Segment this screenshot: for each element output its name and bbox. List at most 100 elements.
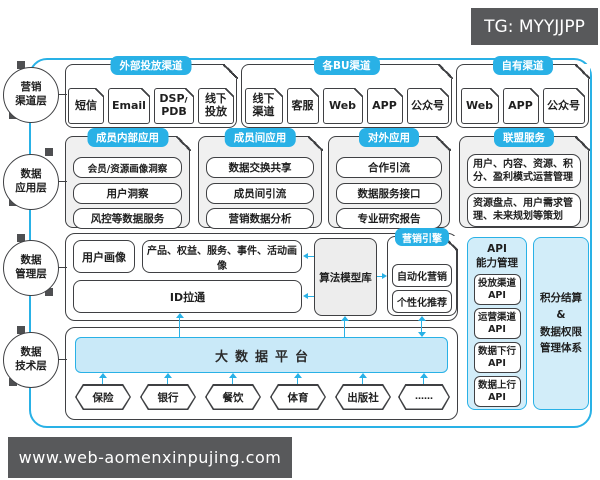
app-item: 营销数据分析: [206, 208, 314, 229]
connector-line: [55, 359, 67, 360]
channel-item-web: Web: [322, 87, 363, 124]
watermark-url: www.web-aomenxinpujing.com: [8, 437, 292, 478]
app-item: 风控等数据服务: [73, 208, 182, 229]
group-title: 各BU渠道: [313, 56, 380, 75]
source-hex-sports: 体育: [270, 384, 326, 410]
decor-square: [45, 148, 53, 156]
asset-profile-box: 产品、权益、服务、事件、活动画像: [142, 240, 302, 273]
layer-data-application: 数据 应用层: [3, 154, 59, 210]
arrow-line: [232, 378, 233, 384]
telegram-badge: TG: MYYJJPP: [471, 8, 598, 45]
group-external-channels: 外部投放渠道 短信 Email DSP/ PDB 线下 投放: [65, 56, 238, 128]
group-title: 成员内部应用: [87, 128, 168, 147]
source-hex-insurance: 保险: [75, 384, 131, 410]
api-item-delivery: 投放渠道 API: [473, 274, 521, 306]
arrow-down-icon: [418, 332, 426, 337]
connector-line: [55, 94, 67, 95]
group-alliance-services: 联盟服务 用户、内容、资源、积分、盈利模式运营管理 资源盘点、用户需求管理、未来…: [459, 128, 590, 228]
api-items: 投放渠道 API 运营渠道 API 数据下行 API 数据上行 API: [468, 274, 526, 408]
source-hex-bank: 银行: [140, 384, 196, 410]
arrow-up-icon: [420, 373, 428, 378]
app-item: 数据交换共享: [206, 157, 314, 178]
decor-square: [17, 326, 25, 334]
channel-item-email: Email: [108, 87, 151, 124]
connector-line: [55, 267, 67, 268]
points-settlement-panel: 积分结算 & 数据权限 管理体系: [533, 237, 589, 410]
arrow-line: [102, 378, 103, 384]
hex-label: ……: [399, 385, 449, 409]
hex-label: 餐饮: [206, 385, 260, 409]
app-item: 合作引流: [336, 157, 442, 178]
arrow-line: [344, 321, 345, 337]
channel-items: Web APP 公众号: [457, 87, 588, 124]
api-panel-title: API 能力管理: [476, 243, 518, 269]
arrow-line: [297, 378, 298, 384]
group-title: 成员间应用: [224, 128, 296, 147]
decor-square: [17, 234, 25, 242]
user-profile-box: 用户画像: [73, 240, 135, 273]
group-inter-member-apps: 成员间应用 数据交换共享 成员间引流 营销数据分析: [198, 128, 323, 229]
channel-item-official-account: 公众号: [406, 87, 449, 124]
arrow-left-icon: [303, 253, 308, 259]
channel-item-offline-ads: 线下 投放: [198, 87, 235, 124]
source-hex-publisher: 出版社: [335, 384, 391, 410]
app-items: 数据交换共享 成员间引流 营销数据分析: [206, 157, 314, 229]
arrow-line: [377, 276, 382, 277]
arrow-up-icon: [229, 373, 237, 378]
arrow-up-icon: [341, 316, 349, 321]
app-item: 用户洞察: [73, 182, 182, 204]
service-item: 资源盘点、用户需求管理、未来规划等策划: [467, 193, 581, 227]
layer-marketing-channel: 营销 渠道层: [3, 67, 59, 123]
app-item: 成员间引流: [206, 182, 314, 204]
group-title: 自有渠道: [492, 56, 553, 75]
arrow-left-icon: [303, 293, 308, 299]
arrow-line: [179, 318, 180, 337]
connector-line: [55, 181, 67, 182]
group-external-apps: 对外应用 合作引流 数据服务接口 专业研究报告: [328, 128, 451, 229]
group-bu-channels: 各BU渠道 线下 渠道 客服 Web APP 公众号: [241, 56, 453, 128]
group-title: 外部投放渠道: [110, 56, 192, 75]
hex-label: 体育: [271, 385, 325, 409]
arrow-line: [362, 378, 363, 384]
engine-item-personalization: 个性化推荐: [392, 290, 452, 313]
service-items: 用户、内容、资源、积分、盈利模式运营管理 资源盘点、用户需求管理、未来规划等策划: [467, 154, 581, 227]
arrow-up-icon: [294, 373, 302, 378]
channel-items: 线下 渠道 客服 Web APP 公众号: [242, 87, 451, 124]
arrow-right-icon: [382, 273, 387, 279]
group-marketing-engine: 营销引擎 自动化营销 个性化推荐: [387, 228, 458, 316]
hex-label: 保险: [76, 385, 130, 409]
arrow-up-icon: [176, 313, 184, 318]
source-hex-catering: 餐饮: [205, 384, 261, 410]
app-item: 专业研究报告: [336, 208, 442, 229]
arrow-line: [308, 256, 314, 257]
app-item: 数据服务接口: [336, 182, 442, 204]
big-data-platform-bar: 大数据平台: [75, 337, 448, 373]
source-hex-more: ……: [398, 384, 450, 410]
group-own-channels: 自有渠道 Web APP 公众号: [456, 56, 590, 128]
channel-item-official-account: 公众号: [542, 87, 585, 124]
channel-item-web: Web: [460, 87, 499, 124]
decor-square: [45, 288, 53, 296]
channel-item-app: APP: [502, 87, 539, 124]
channel-item-app: APP: [366, 87, 403, 124]
api-capability-panel: API 能力管理 投放渠道 API 运营渠道 API 数据下行 API 数据上行…: [467, 237, 527, 410]
api-item-upstream: 数据上行 API: [473, 376, 521, 408]
channel-items: 短信 Email DSP/ PDB 线下 投放: [66, 87, 236, 124]
api-item-downstream: 数据下行 API: [473, 342, 521, 374]
arrow-up-icon: [418, 316, 426, 321]
id-link-box: ID拉通: [73, 280, 302, 313]
hex-label: 出版社: [336, 385, 390, 409]
arrow-up-icon: [99, 373, 107, 378]
arrow-up-icon: [164, 373, 172, 378]
channel-item-offline: 线下 渠道: [244, 87, 283, 124]
group-title: 联盟服务: [494, 128, 554, 147]
group-title: 营销引擎: [395, 228, 449, 246]
group-title: 对外应用: [359, 128, 419, 147]
channel-item-dsp-pdb: DSP/ PDB: [154, 87, 195, 124]
arrow-line: [421, 321, 422, 332]
layer-data-management: 数据 管理层: [3, 240, 59, 296]
arrow-up-icon: [359, 373, 367, 378]
arrow-line: [167, 378, 168, 384]
algorithm-model-library-box: 算法模型库: [314, 238, 377, 316]
